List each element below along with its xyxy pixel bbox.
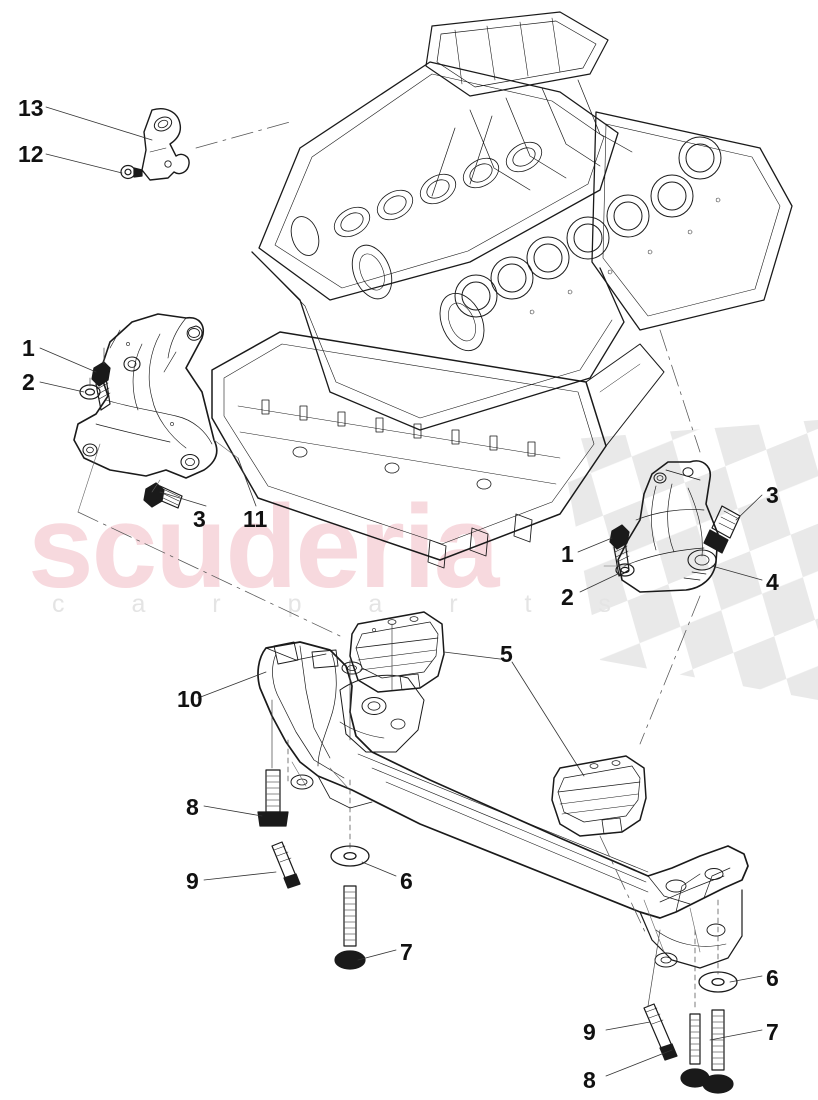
callout-6-right[interactable]: 6 <box>766 965 779 991</box>
part-13-lifting-bracket <box>141 108 190 181</box>
part-10-subframe-crossmember <box>257 641 749 969</box>
leader-lines <box>39 106 763 1077</box>
callout-3-right[interactable]: 3 <box>766 482 779 508</box>
callout-6-middle[interactable]: 6 <box>400 868 413 894</box>
callout-1-left[interactable]: 1 <box>22 335 35 361</box>
part-7-middle-through-bolt <box>334 885 366 970</box>
part-8-right-flange-bolt <box>680 1013 710 1088</box>
part-5-engine-mount-front <box>349 611 445 693</box>
callout-7-right[interactable]: 7 <box>766 1019 779 1045</box>
callout-12[interactable]: 12 <box>18 141 44 167</box>
callout-8-right[interactable]: 8 <box>583 1067 596 1093</box>
callout-10[interactable]: 10 <box>177 686 203 712</box>
engine-assembly <box>211 11 793 569</box>
callout-3-left[interactable]: 3 <box>193 506 206 532</box>
part-3-right-bolt <box>703 505 741 554</box>
part-8-left-flange-bolt <box>257 769 289 827</box>
part-9-left-socket-bolt <box>271 841 301 889</box>
callout-9-right[interactable]: 9 <box>583 1019 596 1045</box>
part-7-right-through-bolt <box>702 1009 734 1094</box>
callout-11[interactable]: 11 <box>243 506 268 532</box>
part-3-left-bolt <box>143 482 183 509</box>
part-6-middle-washer <box>330 845 370 867</box>
part-axis-lines <box>89 347 719 1009</box>
callout-2-right[interactable]: 2 <box>561 584 574 610</box>
watermark-tagline: c a r p a r t s <box>52 590 641 618</box>
callout-13[interactable]: 13 <box>18 95 44 121</box>
callout-2-left[interactable]: 2 <box>22 369 35 395</box>
part-12-bolt <box>120 164 143 180</box>
callout-8-left[interactable]: 8 <box>186 794 199 820</box>
part-11-bracket-left <box>73 313 218 479</box>
assembly-centerlines <box>77 121 701 935</box>
projection-lines <box>77 439 701 953</box>
callout-9-left[interactable]: 9 <box>186 868 199 894</box>
watermark-brand: scuderia <box>28 481 499 613</box>
part-4-bracket-right <box>617 460 719 593</box>
callout-7-middle[interactable]: 7 <box>400 939 413 965</box>
callout-1-right[interactable]: 1 <box>561 541 574 567</box>
callout-4[interactable]: 4 <box>766 569 779 595</box>
callout-5[interactable]: 5 <box>500 641 513 667</box>
part-2-right-washer <box>615 563 635 577</box>
part-5-engine-mount-rear <box>551 755 647 837</box>
part-9-right-socket-bolt <box>643 1003 678 1061</box>
